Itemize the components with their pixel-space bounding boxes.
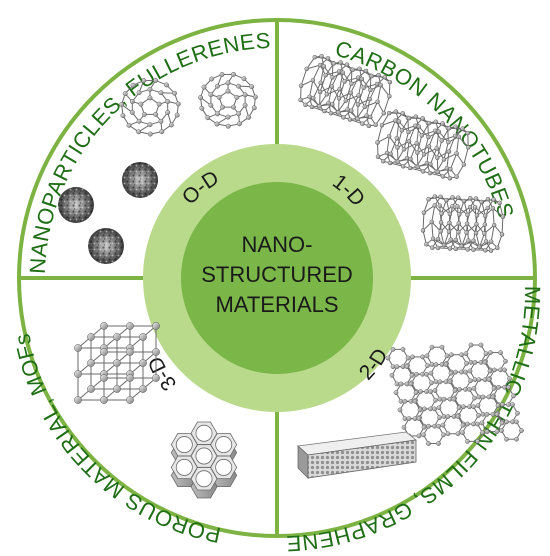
cubic-lattice-icon: [74, 322, 160, 404]
core-circle: [181, 182, 373, 374]
nanoparticle-icon: [88, 228, 124, 264]
center-line-2: STRUCTURED: [201, 262, 353, 287]
thin-film-slab-icon: [297, 431, 417, 479]
nanotube-icon: [298, 53, 393, 129]
porous-honeycomb-icon: [170, 421, 238, 499]
center-line-1: NANO-: [242, 232, 313, 257]
center-line-3: MATERIALS: [215, 292, 338, 317]
nanoparticle-icon: [122, 162, 158, 198]
fullerene-icon: [119, 78, 181, 137]
graphene-sheet-icon: [385, 342, 524, 446]
nanoparticle-icon: [58, 187, 94, 223]
fullerene-icon: [198, 71, 258, 129]
nanotube-icon: [375, 109, 471, 181]
nanotube-icon: [420, 194, 506, 253]
